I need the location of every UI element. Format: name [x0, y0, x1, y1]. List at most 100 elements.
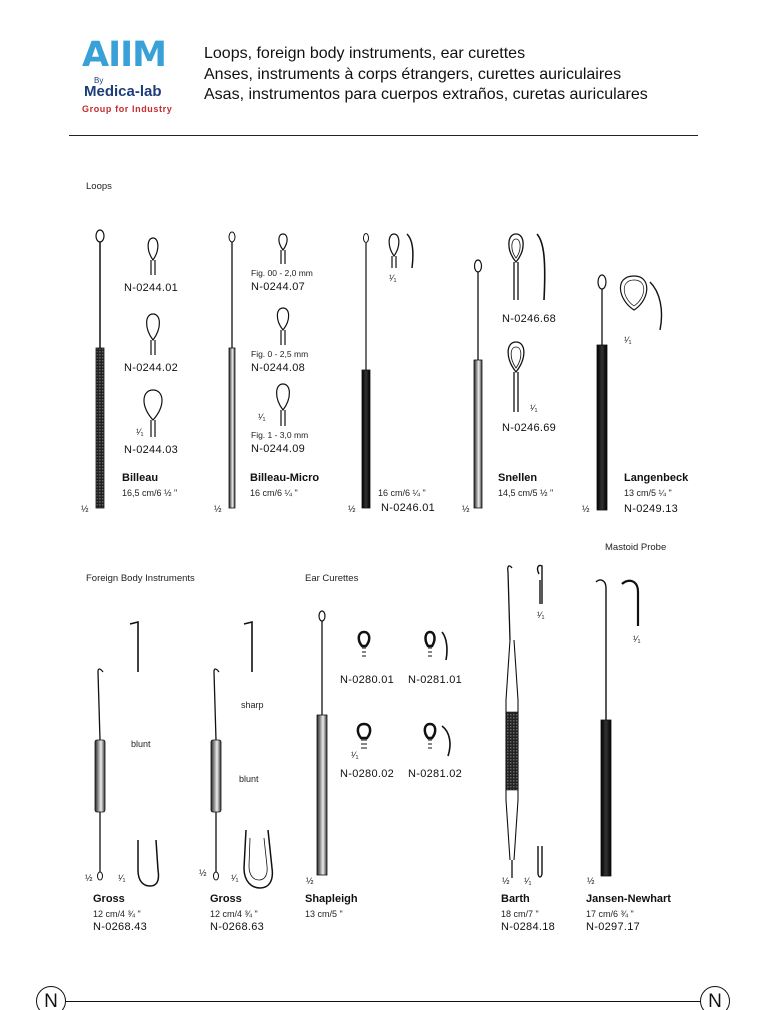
- size-langenbeck: 13 cm/5 ¼ ": [624, 488, 672, 498]
- snellen-detail-1: [508, 233, 546, 301]
- footer-rule: [62, 1001, 702, 1002]
- name-jansen-newhart: Jansen-Newhart: [586, 893, 671, 905]
- fig-billeau-micro-00: Fig. 00 - 2,0 mm: [251, 268, 313, 278]
- gross-1-detail-scale: ¹⁄₁: [118, 873, 126, 883]
- title-spanish: Asas, instrumentos para cuerpos extraños…: [204, 86, 648, 103]
- langenbeck-detail: [619, 275, 663, 331]
- code-curette-0280-02: N-0280.02: [340, 768, 395, 780]
- name-gross-2: Gross: [210, 893, 242, 905]
- plain-loop-detail: [388, 233, 414, 269]
- curette-detail-0280-01: [357, 630, 371, 657]
- logo-subbrand: Medica-lab: [84, 83, 162, 100]
- langenbeck-detail-scale: ¹⁄₁: [624, 335, 632, 345]
- gross-2-tip-detail: [243, 620, 253, 672]
- footer-badge-right: N: [700, 986, 730, 1010]
- header-divider: [69, 135, 698, 136]
- code-langenbeck: N-0249.13: [624, 503, 679, 515]
- title-french: Anses, instruments à corps étrangers, cu…: [204, 66, 622, 83]
- curette-detail-0281-02: [423, 722, 451, 757]
- scale-shapleigh: ½: [306, 876, 314, 886]
- billeau-micro-detail-1: [278, 233, 288, 264]
- billeau-loop-detail-1: [147, 237, 159, 275]
- scale-billeau: ½: [81, 504, 89, 514]
- section-foreign-body: Foreign Body Instruments: [86, 573, 195, 584]
- code-billeau-micro-09: N-0244.09: [251, 443, 306, 455]
- code-jansen-newhart: N-0297.17: [586, 921, 641, 933]
- curette-detail-scale: ¹⁄₁: [351, 750, 359, 760]
- note-gross-1-blunt: blunt: [131, 739, 151, 749]
- logo-tagline: Group for Industry: [82, 104, 173, 114]
- langenbeck-drawing: [596, 274, 608, 511]
- billeau-micro-detail-2: [276, 307, 290, 345]
- fig-billeau-micro-0: Fig. 0 - 2,5 mm: [251, 349, 309, 359]
- section-ear-curettes: Ear Curettes: [305, 573, 359, 584]
- size-billeau: 16,5 cm/6 ½ ": [122, 488, 178, 498]
- fig-billeau-micro-1: Fig. 1 - 3,0 mm: [251, 430, 309, 440]
- scale-gross-2: ½: [199, 868, 207, 878]
- code-billeau-03: N-0244.03: [124, 444, 179, 456]
- name-billeau: Billeau: [122, 472, 159, 484]
- code-plain-loop: N-0246.01: [381, 502, 436, 514]
- scale-gross-1: ½: [85, 873, 93, 883]
- billeau-micro-drawing: [228, 231, 236, 509]
- jansen-newhart-drawing: [595, 579, 612, 877]
- size-jansen-newhart: 17 cm/6 ¾ ": [586, 909, 634, 919]
- barth-tip-detail-bottom: [537, 846, 543, 878]
- name-langenbeck: Langenbeck: [624, 472, 689, 484]
- code-curette-0280-01: N-0280.01: [340, 674, 395, 686]
- gross-2-detail-scale: ¹⁄₁: [231, 873, 239, 883]
- code-gross-2: N-0268.63: [210, 921, 265, 933]
- scale-plain-loop: ½: [348, 504, 356, 514]
- curette-detail-0281-01: [424, 630, 448, 661]
- billeau-loop-detail-2: [146, 313, 160, 355]
- size-gross-2: 12 cm/4 ¾ ": [210, 909, 258, 919]
- gross-2-blunt-detail: [243, 829, 274, 889]
- name-billeau-micro: Billeau-Micro: [250, 472, 320, 484]
- note-gross-2-sharp: sharp: [241, 700, 264, 710]
- plain-loop-drawing: [361, 233, 371, 509]
- billeau-detail-scale: ¹⁄₁: [136, 427, 144, 437]
- billeau-micro-detail-3: [276, 383, 290, 426]
- footer-badge-left: N: [36, 986, 66, 1010]
- name-snellen: Snellen: [498, 472, 538, 484]
- section-loops: Loops: [86, 181, 112, 192]
- gross-1-drawing: [94, 668, 106, 881]
- gross-1-tip-detail: [129, 620, 139, 672]
- jansen-newhart-tip-detail: [621, 579, 640, 626]
- logo-by: By: [94, 76, 104, 85]
- snellen-detail-2: [507, 341, 525, 412]
- code-gross-1: N-0268.43: [93, 921, 148, 933]
- size-plain-loop: 16 cm/6 ¼ ": [378, 488, 426, 498]
- title-english: Loops, foreign body instruments, ear cur…: [204, 45, 526, 62]
- size-barth: 18 cm/7 ": [501, 909, 539, 919]
- scale-snellen: ½: [462, 504, 470, 514]
- code-barth: N-0284.18: [501, 921, 556, 933]
- snellen-detail-scale: ¹⁄₁: [530, 403, 538, 413]
- note-gross-2-blunt: blunt: [239, 774, 259, 784]
- size-shapleigh: 13 cm/5 ": [305, 909, 343, 919]
- snellen-drawing: [473, 259, 483, 509]
- code-curette-0281-01: N-0281.01: [408, 674, 463, 686]
- billeau-loop-detail-3: [143, 389, 163, 437]
- shapleigh-drawing: [316, 610, 328, 876]
- name-barth: Barth: [501, 893, 530, 905]
- section-mastoid-probe: Mastoid Probe: [605, 542, 667, 553]
- scale-langenbeck: ½: [582, 504, 590, 514]
- code-billeau-02: N-0244.02: [124, 362, 179, 374]
- billeau-micro-detail-scale: ¹⁄₁: [258, 412, 266, 422]
- code-snellen-69: N-0246.69: [502, 422, 557, 434]
- curette-detail-0280-02: [356, 722, 372, 749]
- barth-tip-detail-top: [536, 564, 543, 604]
- size-gross-1: 12 cm/4 ¾ ": [93, 909, 141, 919]
- logo-wordmark: AIIM: [82, 35, 167, 75]
- scale-jansen-newhart: ½: [587, 876, 595, 886]
- name-gross-1: Gross: [93, 893, 125, 905]
- barth-detail-scale-top: ¹⁄₁: [537, 610, 545, 620]
- code-billeau-01: N-0244.01: [124, 282, 179, 294]
- size-billeau-micro: 16 cm/6 ¼ ": [250, 488, 298, 498]
- name-shapleigh: Shapleigh: [305, 893, 358, 905]
- code-billeau-micro-07: N-0244.07: [251, 281, 306, 293]
- gross-2-drawing: [210, 668, 222, 881]
